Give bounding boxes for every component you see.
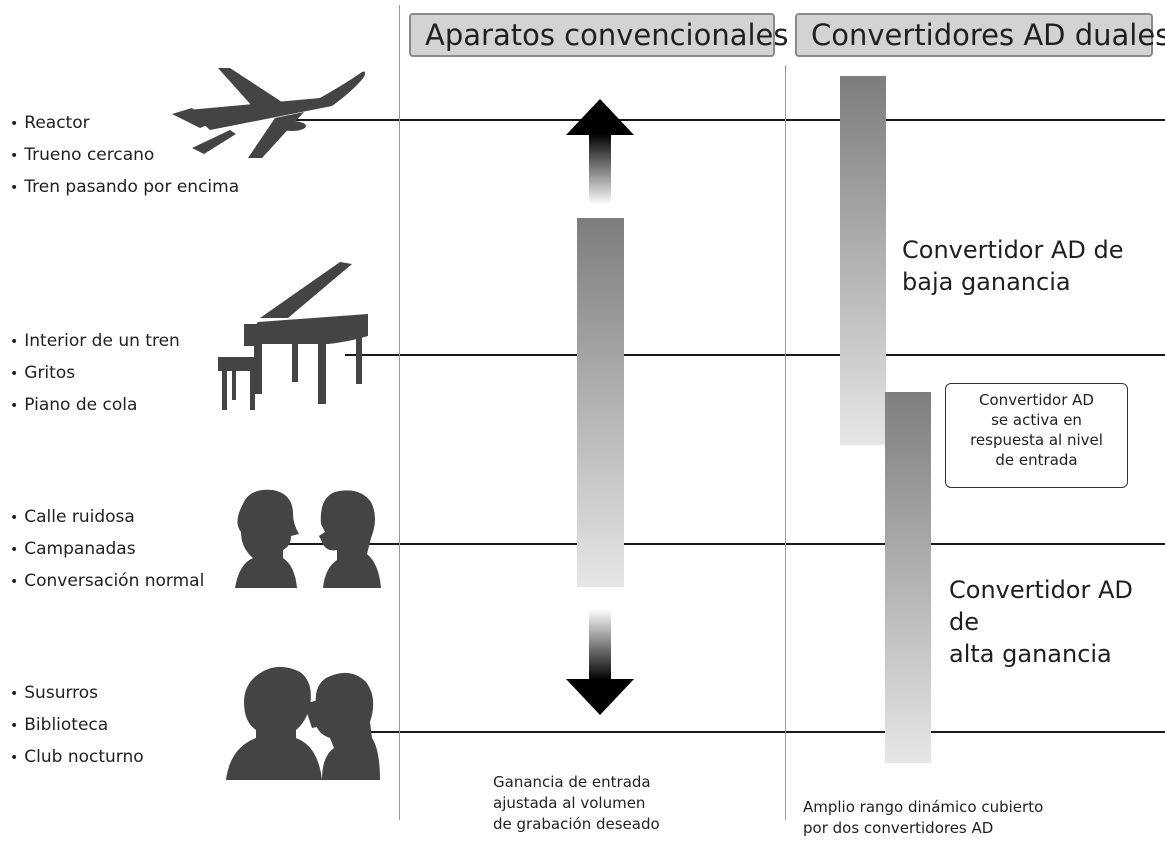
- list-item: Reactor: [10, 108, 239, 140]
- list-item: Susurros: [10, 678, 144, 710]
- list-item: Gritos: [10, 358, 180, 390]
- sound-list-level-3: Calle ruidosa Campanadas Conversación no…: [10, 502, 204, 598]
- conversation-icon: [235, 489, 381, 588]
- converter-switch-note: Convertidor AD se activa en respuesta al…: [945, 383, 1128, 488]
- list-item: Trueno cercano: [10, 140, 239, 172]
- low-gain-converter-bar: [840, 76, 886, 445]
- grand-piano-icon: [218, 262, 368, 410]
- arrow-up-icon: [566, 99, 634, 205]
- list-item: Piano de cola: [10, 390, 180, 422]
- column-divider-right: [785, 65, 786, 820]
- list-item: Club nocturno: [10, 742, 143, 774]
- list-item: Biblioteca: [10, 710, 144, 742]
- list-item: Conversación normal: [10, 566, 204, 598]
- header-dual: Convertidores AD duales: [795, 13, 1165, 57]
- header-conventional: Aparatos convencionales: [409, 13, 789, 57]
- high-gain-label: Convertidor AD de alta ganancia: [949, 576, 1133, 668]
- list-item: Calle ruidosa: [10, 502, 204, 534]
- high-gain-converter-bar: [885, 392, 931, 763]
- low-gain-label: Convertidor AD de baja ganancia: [902, 236, 1124, 296]
- sound-list-level-2: Interior de un tren Gritos Piano de cola: [10, 326, 180, 422]
- level-line-1: [288, 119, 1165, 121]
- sound-list-level-1: Reactor Trueno cercano Tren pasando por …: [10, 108, 239, 204]
- column-divider-left: [399, 5, 400, 820]
- level-line-3: [285, 543, 1165, 545]
- airplane-icon: [172, 68, 366, 158]
- level-line-4: [345, 731, 1165, 733]
- level-line-2: [345, 354, 1165, 356]
- arrow-down-icon: [566, 609, 634, 715]
- caption-dual: Amplio rango dinámico cubierto por dos c…: [803, 798, 1044, 837]
- caption-conventional: Ganancia de entrada ajustada al volumen …: [493, 773, 660, 833]
- list-item: Campanadas: [10, 534, 204, 566]
- sound-list-level-4: Susurros Biblioteca Club nocturno: [10, 678, 144, 774]
- whisper-icon: [226, 666, 380, 780]
- list-item: Tren pasando por encima: [10, 172, 239, 204]
- gain-range-bar-conventional: [577, 218, 624, 587]
- list-item: Interior de un tren: [10, 326, 180, 358]
